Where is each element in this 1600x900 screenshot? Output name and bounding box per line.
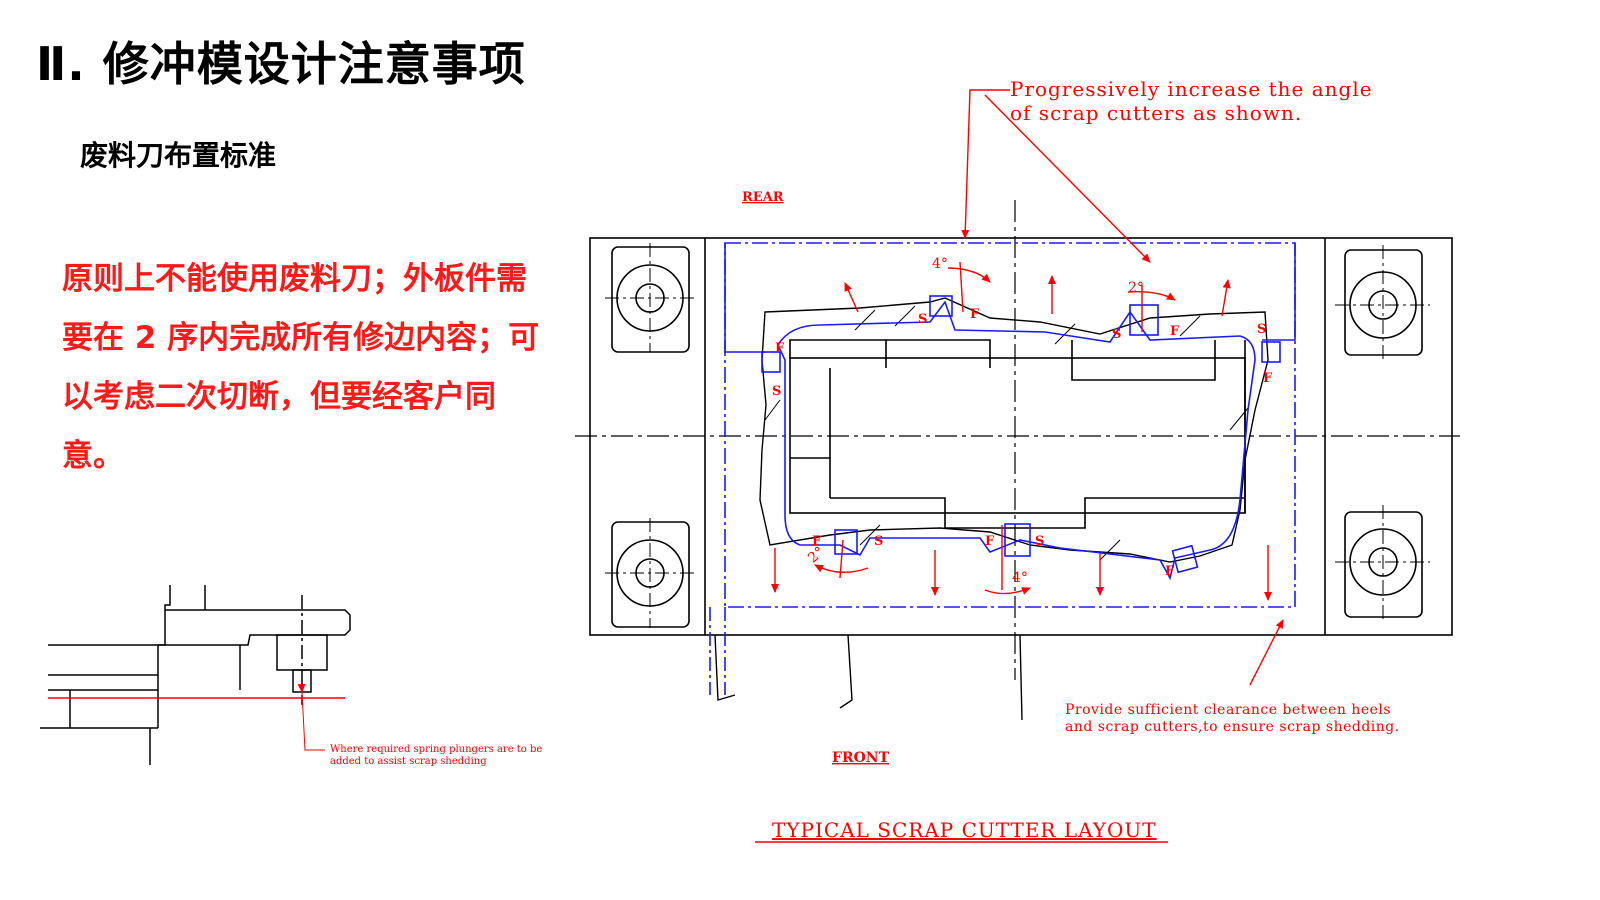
angle-label-top-4: 4° <box>932 256 948 272</box>
angle-label-bottom-4: 4° <box>1012 570 1028 586</box>
mark-s-1: S <box>918 312 927 327</box>
mark-f-5: F <box>812 534 822 549</box>
slide-body-text: 原则上不能使用废料刀；外板件需要在 2 序内完成所有修边内容；可以考虑二次切断，… <box>62 261 540 474</box>
s-f-markers: S F S F S F S F F S F S F <box>772 307 1273 579</box>
front-label: FRONT <box>832 750 890 766</box>
mark-f-6: F <box>985 534 995 549</box>
drawing-caption: TYPICAL SCRAP CUTTER LAYOUT <box>772 818 1157 842</box>
rear-label: REAR <box>742 190 784 205</box>
main-centerlines <box>575 200 1460 680</box>
scrap-hatching <box>764 305 1249 561</box>
part-blank-outline <box>759 297 1269 563</box>
angle-label-bottom-2: 2° <box>805 544 827 566</box>
angle-labels: 4° 2° 2° 4° <box>805 256 1144 586</box>
mark-f-2: F <box>1170 324 1180 339</box>
bottom-note-line1: Provide sufficient clearance between hee… <box>1065 702 1391 718</box>
mark-s-2: S <box>1112 327 1121 342</box>
mark-f-7: F <box>1165 564 1175 579</box>
spring-note-line2: added to assist scrap shedding <box>330 756 487 767</box>
mark-s-4: S <box>772 384 781 399</box>
mark-s-6: S <box>1035 534 1044 549</box>
scrap-direction-arrows <box>771 261 1272 601</box>
mark-s-5: S <box>874 534 883 549</box>
top-note-leaders <box>961 89 1284 686</box>
top-note-line2: of scrap cutters as shown. <box>1010 101 1302 125</box>
mark-s-3: S <box>1257 322 1266 337</box>
pad-centerlines <box>605 243 1430 628</box>
spring-plunger-leader <box>297 683 325 751</box>
slide-title: Ⅱ. 修冲模设计注意事项 <box>36 37 526 91</box>
cutter-outline-blue <box>709 242 1296 695</box>
spring-note-line1: Where required spring plungers are to be <box>330 744 542 755</box>
mark-f-1: F <box>970 307 980 322</box>
break-lines <box>714 634 1023 721</box>
bottom-note-line2: and scrap cutters,to ensure scrap sheddi… <box>1065 719 1400 735</box>
angle-label-top-2: 2° <box>1128 280 1144 296</box>
mark-f-3: F <box>775 341 785 356</box>
mark-f-4: F <box>1263 371 1273 386</box>
spring-plunger-detail <box>40 585 351 765</box>
slide-subtitle: 废料刀布置标准 <box>80 139 277 172</box>
top-note-line1: Progressively increase the angle <box>1010 77 1373 101</box>
